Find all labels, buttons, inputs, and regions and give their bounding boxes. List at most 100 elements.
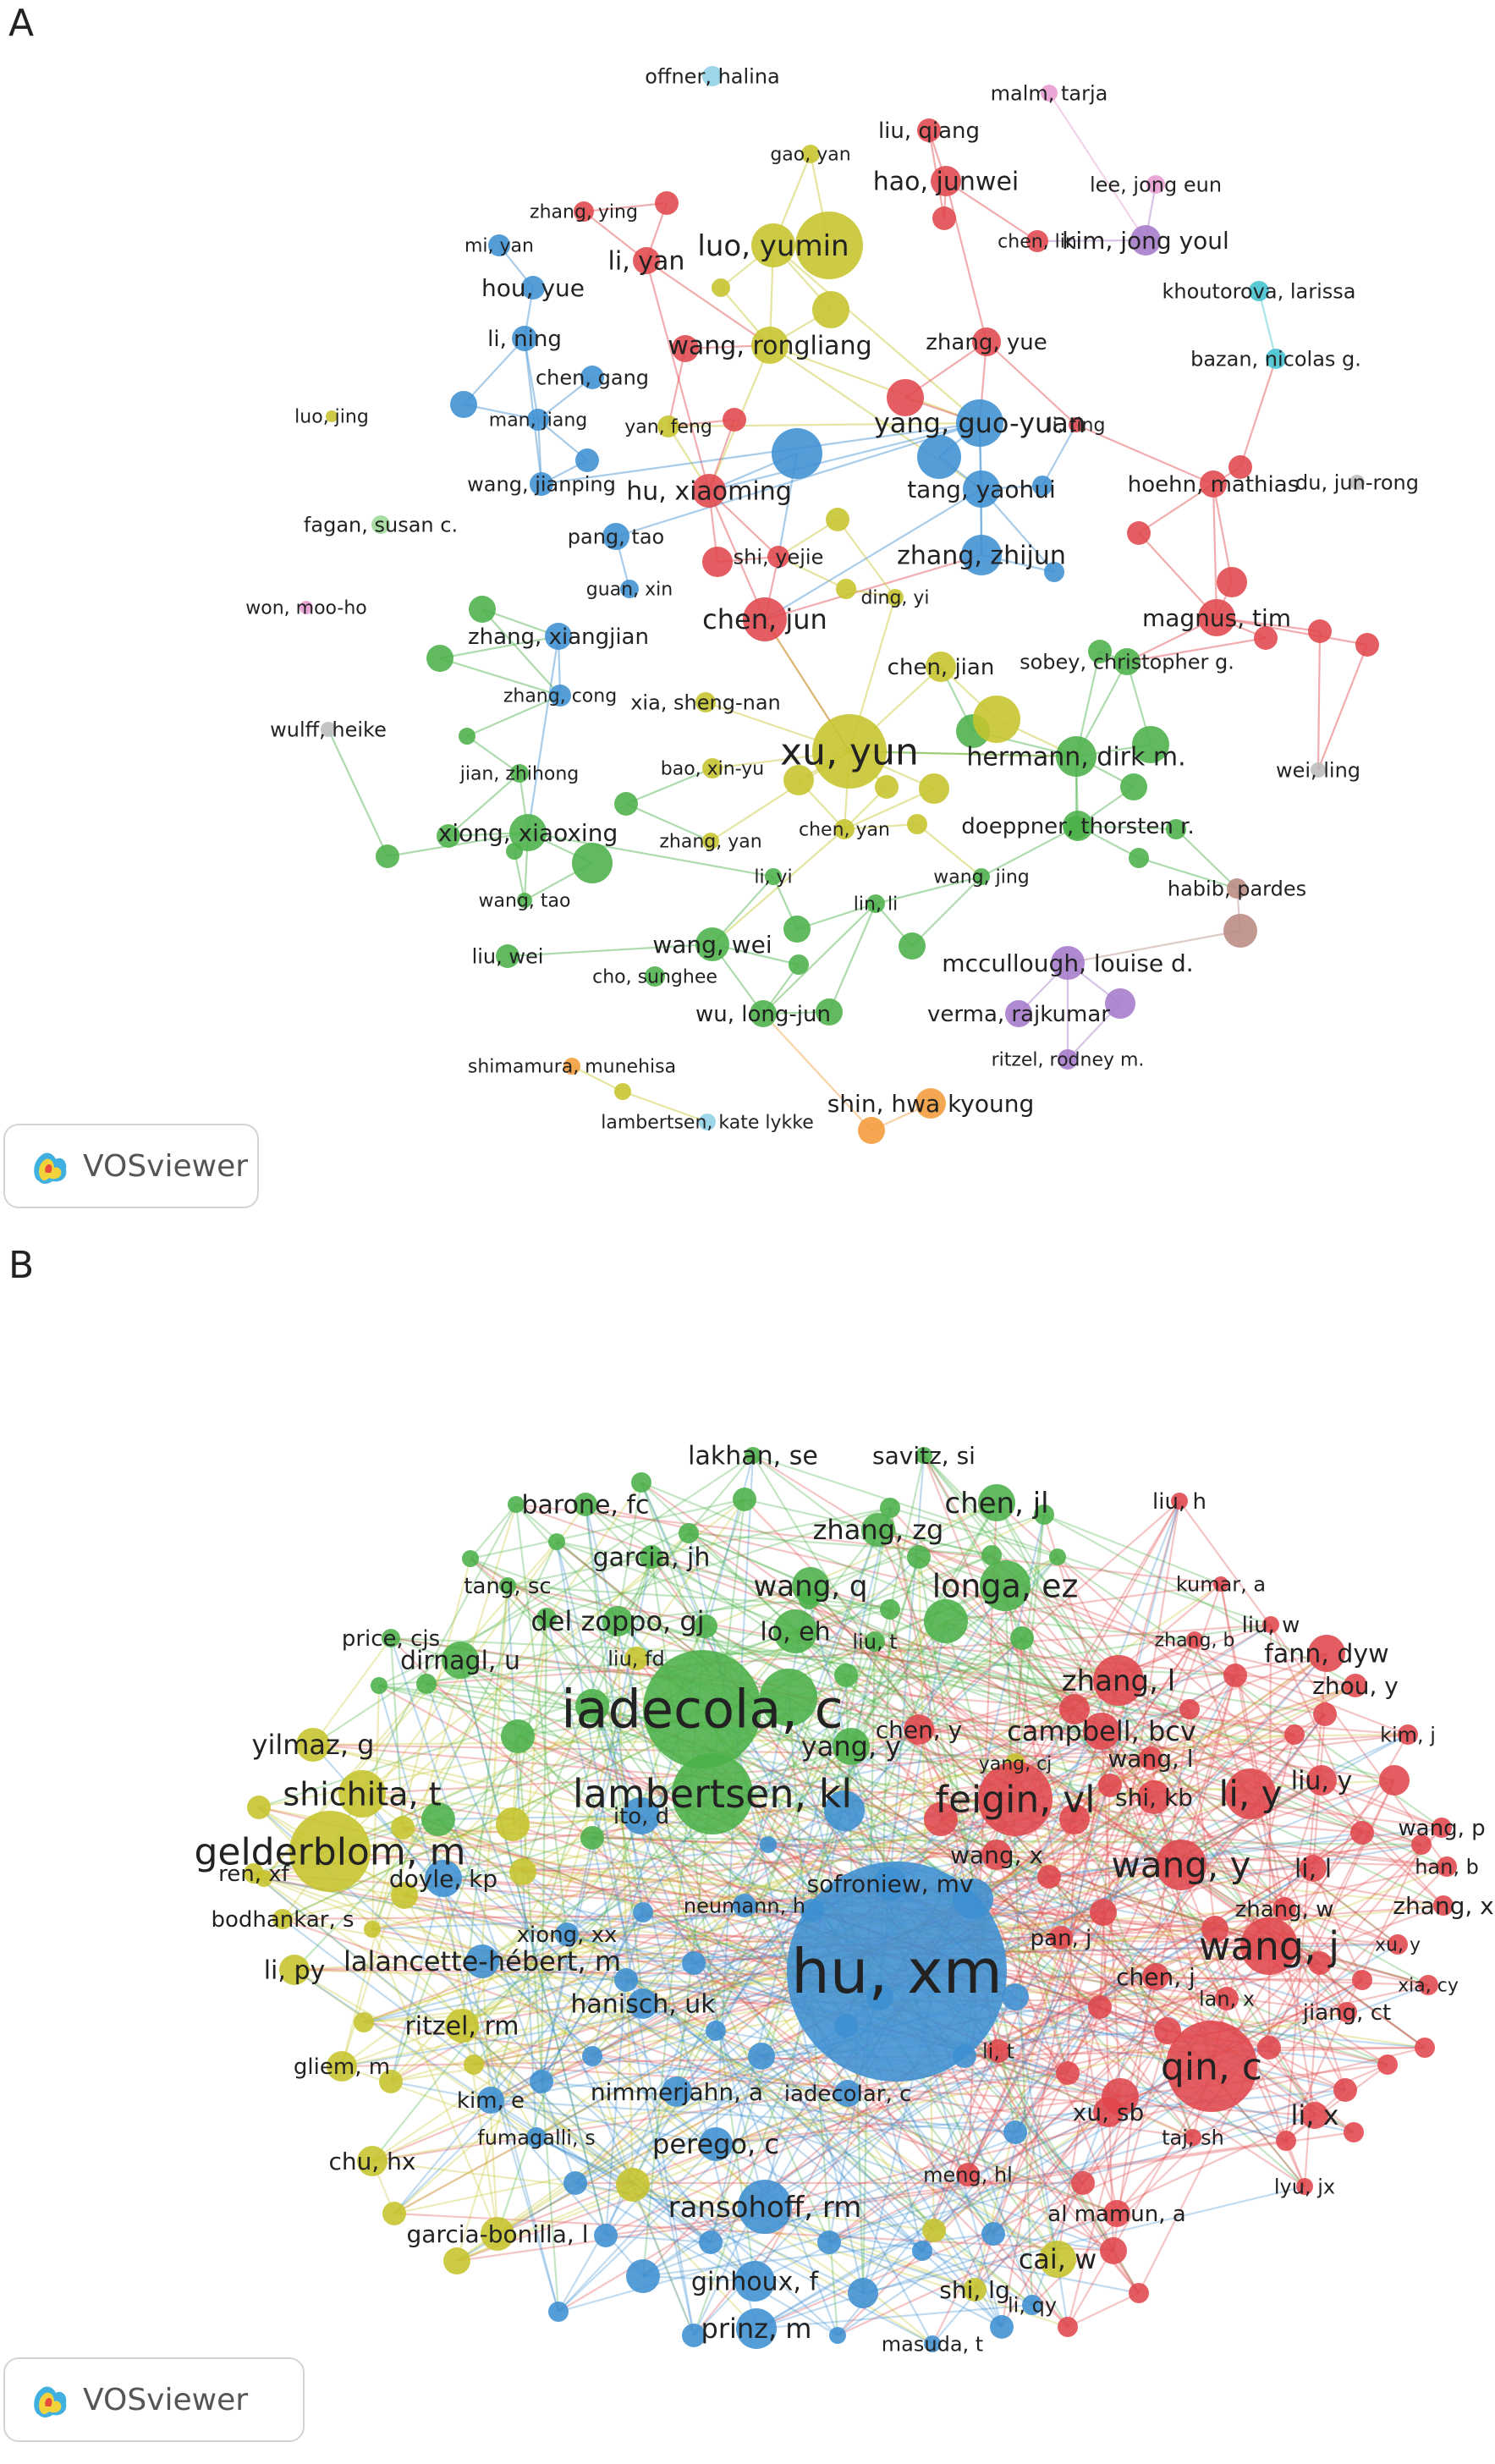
network-b-node-savitz-si[interactable] — [915, 1447, 932, 1464]
network-a-node[interactable] — [772, 428, 822, 479]
network-a-node[interactable] — [789, 954, 809, 975]
network-b-node[interactable] — [509, 1858, 536, 1885]
network-b-node[interactable] — [1059, 1804, 1090, 1834]
network-b-node[interactable] — [1377, 2054, 1398, 2075]
network-a-node-malm-tarja[interactable] — [1041, 85, 1058, 102]
network-b-node[interactable] — [1010, 1626, 1034, 1650]
network-a-node-offner-halina[interactable] — [702, 66, 723, 86]
network-b-node-price-cjs[interactable] — [382, 1629, 400, 1647]
network-a-node[interactable] — [1166, 819, 1186, 839]
network-b-node[interactable] — [824, 1790, 865, 1831]
network-b-node[interactable] — [924, 1802, 958, 1836]
network-b-node[interactable] — [1058, 2317, 1078, 2337]
network-a-node[interactable] — [1105, 988, 1135, 1019]
network-a-node-li-yi[interactable] — [765, 868, 782, 885]
network-b-node[interactable] — [530, 2070, 553, 2093]
network-a-node[interactable] — [875, 775, 899, 799]
network-a-node-verma-rajkumar[interactable] — [1005, 1000, 1032, 1027]
network-b-node-iadecolar-c[interactable] — [834, 2080, 861, 2107]
network-b-node[interactable] — [508, 1496, 525, 1513]
network-b-node-fumagalli-s[interactable] — [526, 2127, 547, 2148]
network-a-node[interactable] — [907, 814, 927, 834]
network-b-node-lalancette-hebert-m[interactable] — [465, 1944, 499, 1978]
network-b-node[interactable] — [1201, 1916, 1228, 1943]
network-b-node-li-py[interactable] — [279, 1955, 310, 1985]
network-a-node-mccullough-louise-d[interactable] — [1051, 946, 1085, 980]
network-b-node[interactable] — [834, 1664, 858, 1687]
network-b-node[interactable] — [1284, 1724, 1305, 1745]
network-b-node-yang-y[interactable] — [833, 1728, 870, 1765]
network-a-node[interactable] — [459, 728, 475, 745]
network-b-node-hu-xm[interactable] — [787, 1862, 1007, 2082]
network-a-node[interactable] — [1032, 476, 1053, 496]
network-b-node-zhang-b[interactable] — [1186, 1631, 1203, 1648]
network-a-node[interactable] — [1254, 626, 1278, 650]
network-b-node[interactable] — [760, 1836, 777, 1853]
network-a-node-wulff-heike[interactable] — [321, 722, 336, 737]
network-a-node-sobey-christopher-g[interactable] — [1113, 648, 1140, 675]
network-a-node[interactable] — [899, 932, 926, 960]
network-b-node-wang-l[interactable] — [1139, 1746, 1162, 1770]
network-b-node-zhang-x[interactable] — [1433, 1895, 1454, 1916]
network-b-node[interactable] — [382, 2202, 406, 2225]
network-b-node-meng-hl[interactable] — [956, 2163, 980, 2186]
network-b-node[interactable] — [421, 1802, 455, 1836]
network-a-node[interactable] — [655, 191, 679, 215]
network-a-node[interactable] — [858, 1117, 885, 1144]
network-a-node-chen-gang[interactable] — [580, 366, 604, 389]
network-b-node[interactable] — [1034, 1504, 1054, 1525]
network-a-node-zhang-yan[interactable] — [702, 833, 719, 850]
network-b-node-perego-c[interactable] — [699, 2127, 733, 2161]
network-a-node-fagan-susan-c[interactable] — [371, 515, 390, 534]
network-b-node[interactable] — [548, 1533, 565, 1550]
network-b-node-gelderblom-m[interactable] — [289, 1811, 371, 1892]
network-b-node[interactable] — [1059, 1694, 1090, 1724]
network-b-node-garcia-bonilla-l[interactable] — [481, 2217, 514, 2251]
network-b-node[interactable] — [633, 1902, 653, 1922]
network-a-node-hou-yue[interactable] — [521, 276, 545, 300]
network-b-node-jiang-ct[interactable] — [1337, 2002, 1357, 2022]
network-a-node-xu-yun[interactable] — [812, 714, 887, 789]
network-a-node[interactable] — [917, 435, 961, 479]
network-b-node-liu-t[interactable] — [865, 1631, 885, 1652]
network-b-node-qin-c[interactable] — [1166, 2021, 1257, 2112]
network-b-node-shi-kb[interactable] — [1137, 1780, 1171, 1814]
network-b-node[interactable] — [1411, 1834, 1432, 1855]
network-b-node-lambertsen-kl[interactable] — [672, 1753, 753, 1834]
network-b-node[interactable] — [682, 2324, 706, 2347]
network-a-node[interactable] — [1228, 455, 1252, 479]
network-b-node-wang-p[interactable] — [1432, 1818, 1452, 1838]
network-b-node[interactable] — [443, 2247, 470, 2274]
network-b-node[interactable] — [631, 1472, 651, 1493]
network-b-node[interactable] — [548, 2302, 569, 2322]
network-b-node[interactable] — [1223, 1664, 1247, 1687]
network-a-node-yan-feng[interactable] — [657, 415, 679, 437]
network-a-node[interactable] — [723, 408, 746, 432]
network-b-node[interactable] — [563, 2171, 587, 2195]
network-b-node[interactable] — [1003, 2120, 1027, 2144]
network-b-node-chen-y[interactable] — [904, 1714, 934, 1745]
network-a-node-shimamura-munehisa[interactable] — [563, 1058, 580, 1075]
network-b-node[interactable] — [354, 2012, 374, 2032]
network-b-node[interactable] — [682, 1951, 706, 1975]
network-a-node-ding-yi[interactable] — [887, 589, 904, 606]
network-b-node-shichita-t[interactable] — [338, 1770, 386, 1818]
network-a-node[interactable] — [437, 824, 460, 848]
network-a-node-magnus-tim[interactable] — [1198, 599, 1235, 636]
network-b-node[interactable] — [1071, 2171, 1095, 2195]
network-a-node-zhang-yue[interactable] — [972, 327, 1001, 356]
network-a-node-zhang-ying[interactable] — [574, 201, 594, 222]
network-a-node-shi-yejie[interactable] — [767, 546, 789, 568]
network-b-node[interactable] — [694, 1614, 717, 1638]
network-a-node[interactable] — [1132, 726, 1169, 763]
network-a-node-gao-yan[interactable] — [801, 145, 820, 163]
network-b-node[interactable] — [981, 1545, 1002, 1565]
network-a-node[interactable] — [826, 508, 849, 531]
network-a-node-wei-ling[interactable] — [1311, 762, 1326, 778]
network-b-node-masuda-t[interactable] — [924, 2335, 941, 2352]
network-a-node[interactable] — [426, 645, 453, 672]
network-b-node[interactable] — [1056, 2061, 1080, 2085]
network-a-node-liu-wei[interactable] — [496, 944, 519, 968]
network-a-node-shin-hwa-kyoung[interactable] — [915, 1088, 946, 1119]
network-a-node-li-ning[interactable] — [512, 326, 537, 351]
